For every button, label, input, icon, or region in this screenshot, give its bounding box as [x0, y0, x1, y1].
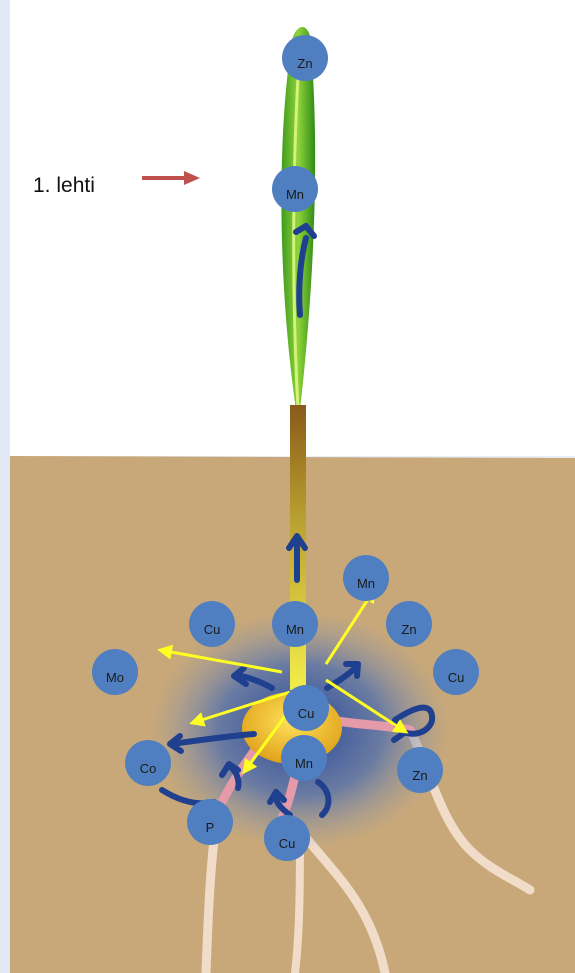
nutrient-p: P	[187, 799, 233, 845]
nutrient-co: Co	[125, 740, 171, 786]
nutrient-mn-yellow: Mn	[343, 555, 389, 601]
leaf-label: 1. lehti	[33, 174, 95, 197]
nutrient-zn-right: Zn	[386, 601, 432, 647]
nutrient-cu-seed: Cu	[283, 685, 329, 731]
nutrient-mn-lower: Mn	[281, 735, 327, 781]
nutrient-label: P	[206, 820, 215, 835]
nutrient-mo: Mo	[92, 649, 138, 695]
nutrient-label: Zn	[412, 768, 427, 783]
nutrient-label: Mo	[106, 670, 124, 685]
nutrient-cu-right: Cu	[433, 649, 479, 695]
nutrient-label: Cu	[204, 622, 221, 637]
slide-left-border	[0, 0, 10, 973]
nutrient-label: Mn	[286, 187, 304, 202]
nutrient-label: Zn	[297, 56, 312, 71]
nutrient-label: Cu	[298, 706, 315, 721]
nutrient-label: Mn	[286, 622, 304, 637]
nutrient-label: Zn	[401, 622, 416, 637]
nutrient-label: Mn	[357, 576, 375, 591]
nutrient-zn-top: Zn	[282, 35, 328, 81]
nutrient-label: Cu	[448, 670, 465, 685]
nutrient-label: Cu	[279, 836, 296, 851]
nutrient-label: Co	[140, 761, 157, 776]
nutrient-zn-lower: Zn	[397, 747, 443, 793]
nutrient-mn-leaf: Mn	[272, 166, 318, 212]
nutrient-cu-left: Cu	[189, 601, 235, 647]
nutrient-mn-center: Mn	[272, 601, 318, 647]
nutrient-cu-bottom: Cu	[264, 815, 310, 861]
nutrient-label: Mn	[295, 756, 313, 771]
